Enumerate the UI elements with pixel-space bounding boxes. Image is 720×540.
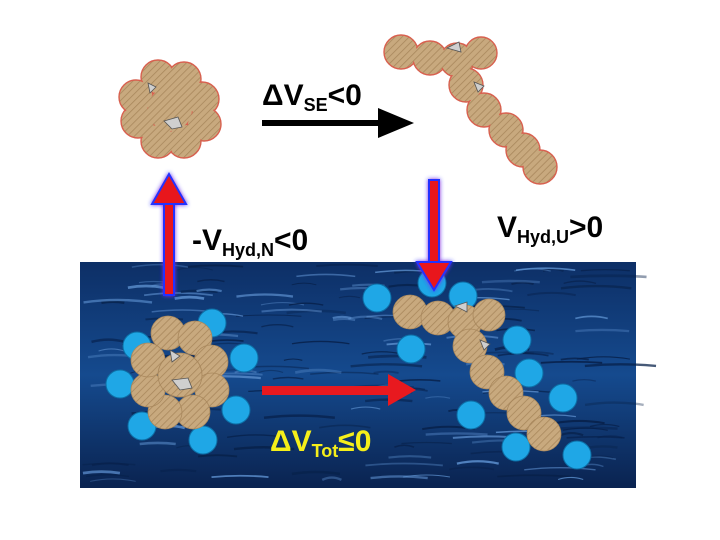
- wave-streak: [332, 317, 356, 322]
- wave-streak: [365, 462, 443, 467]
- wave-streak: [449, 466, 495, 471]
- wave-streak: [456, 460, 499, 465]
- wave-streak: [332, 315, 352, 320]
- wave-streak: [91, 462, 129, 467]
- wave-streak: [321, 476, 342, 481]
- wave-streak: [575, 315, 608, 320]
- wave-streak: [425, 432, 488, 436]
- wave-streak: [481, 279, 540, 284]
- wave-streak: [160, 468, 197, 473]
- wave-streak: [226, 434, 286, 439]
- wave-streak: [540, 360, 603, 364]
- wave-streak: [143, 292, 213, 297]
- wave-streak: [563, 280, 597, 285]
- wave-streak: [557, 426, 618, 430]
- wave-streak: [575, 328, 630, 333]
- wave-streak: [527, 291, 576, 297]
- wave-streak: [288, 302, 324, 306]
- label-delta-v-tot: ΔVTot≤0: [270, 425, 371, 461]
- wave-streak: [236, 293, 294, 298]
- wave-streak: [401, 441, 452, 445]
- wave-streak: [283, 358, 303, 361]
- unfolded-protein-top: [383, 34, 558, 185]
- wave-streak: [394, 444, 415, 448]
- wave-streak: [291, 470, 341, 476]
- wave-streak: [261, 324, 294, 328]
- wave-streak: [576, 356, 631, 360]
- wave-streak: [197, 278, 225, 283]
- wave-streak: [296, 273, 356, 278]
- wave-streak: [211, 474, 269, 478]
- wave-streak: [82, 462, 136, 466]
- label-v-hyd-n: -VHyd,N<0: [192, 224, 308, 260]
- wave-streak: [263, 414, 335, 419]
- wave-streak: [497, 474, 572, 478]
- wave-streak: [98, 348, 125, 352]
- wave-streak: [511, 281, 534, 286]
- hydration-native-arrow: [150, 171, 188, 296]
- wave-streak: [370, 475, 428, 480]
- wave-streak: [85, 474, 130, 478]
- wave-streak: [566, 435, 625, 439]
- wave-streak: [83, 298, 153, 304]
- wave-streak: [515, 267, 576, 271]
- wave-streak: [388, 455, 432, 459]
- hydration-unfolded-arrow: [415, 179, 453, 292]
- hydrated-folded-protein: [105, 308, 259, 455]
- wave-streak: [589, 423, 620, 428]
- wave-streak: [196, 288, 222, 293]
- wave-streak: [291, 340, 350, 345]
- wave-streak: [497, 352, 549, 357]
- wave-streak: [139, 441, 176, 446]
- wave-streak: [233, 446, 295, 451]
- wave-streak: [570, 274, 647, 279]
- wave-streak: [560, 284, 632, 290]
- self-energy-arrow: [262, 108, 414, 138]
- wave-streak: [425, 396, 451, 399]
- wave-streak: [187, 264, 244, 268]
- label-v-hyd-u: VHyd,U>0: [497, 211, 603, 247]
- wave-streak: [310, 371, 379, 375]
- wave-streak: [316, 263, 378, 267]
- wave-streak: [261, 308, 322, 313]
- wave-streak: [580, 269, 630, 272]
- label-delta-v-se: ΔVSE<0: [262, 79, 362, 115]
- wave-streak: [403, 474, 451, 478]
- wave-streak: [562, 427, 608, 431]
- wave-streak: [572, 378, 596, 382]
- wave-streak: [557, 476, 584, 481]
- wave-streak: [260, 301, 305, 306]
- wave-streak: [176, 266, 213, 271]
- wave-streak: [272, 376, 304, 380]
- wave-streak: [127, 284, 165, 290]
- wave-streak: [588, 445, 618, 449]
- wave-streak: [101, 300, 125, 305]
- wave-streak: [90, 478, 136, 482]
- wave-streak: [584, 401, 644, 407]
- wave-streak: [524, 466, 596, 471]
- wave-streak: [294, 368, 342, 374]
- wave-streak: [399, 378, 441, 382]
- wave-streak: [131, 263, 189, 268]
- folded-protein-top: [118, 59, 222, 159]
- wave-streak: [210, 339, 244, 342]
- wave-streak: [174, 295, 205, 300]
- wave-streak: [350, 406, 381, 410]
- wave-streak: [258, 369, 284, 374]
- total-volume-arrow: [262, 374, 416, 406]
- wave-streak: [197, 454, 238, 458]
- wave-streak: [559, 432, 584, 437]
- wave-streak: [338, 295, 361, 299]
- wave-streak: [82, 470, 121, 475]
- wave-streak: [319, 424, 371, 429]
- wave-streak: [373, 370, 399, 374]
- wave-streak: [584, 363, 657, 368]
- wave-streak: [91, 338, 126, 344]
- wave-streak: [554, 419, 605, 425]
- wave-streak: [350, 363, 423, 368]
- wave-streak: [560, 357, 589, 361]
- wave-streak: [291, 282, 317, 286]
